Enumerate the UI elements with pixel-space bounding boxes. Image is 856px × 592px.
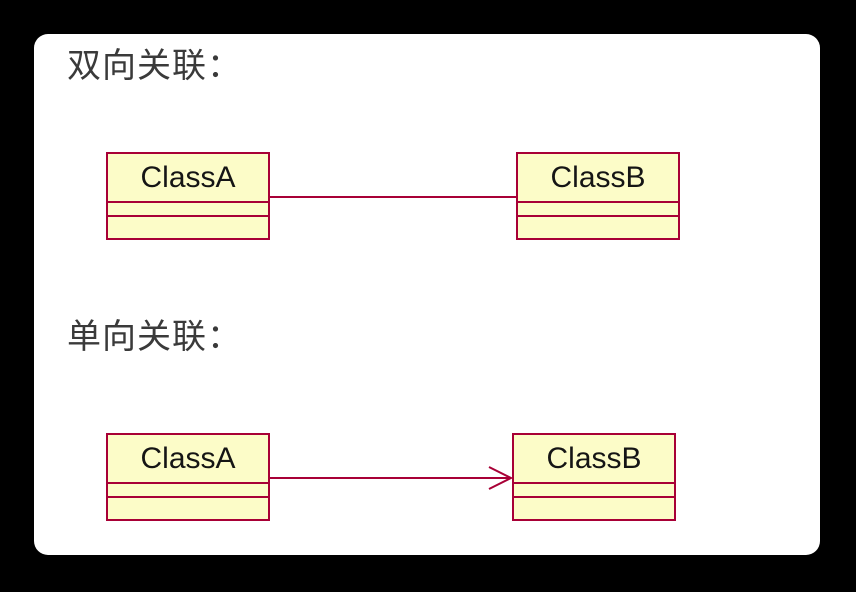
class-name-compartment: ClassB [518,154,678,203]
class-box-classb-unidirectional: ClassB [512,433,676,521]
class-methods-compartment [518,217,678,238]
class-attributes-compartment [108,203,268,217]
class-box-classa-unidirectional: ClassA [106,433,270,521]
class-box-classb-bidirectional: ClassB [516,152,680,240]
class-methods-compartment [514,498,674,519]
class-attributes-compartment [108,484,268,498]
section-label-unidirectional: 单向关联： [67,318,242,356]
class-name-compartment: ClassA [108,435,268,484]
class-attributes-compartment [518,203,678,217]
class-methods-compartment [108,217,268,238]
section-label-bidirectional: 双向关联： [67,47,242,85]
class-box-classa-bidirectional: ClassA [106,152,270,240]
class-methods-compartment [108,498,268,519]
class-name-compartment: ClassB [514,435,674,484]
class-name-compartment: ClassA [108,154,268,203]
class-attributes-compartment [514,484,674,498]
